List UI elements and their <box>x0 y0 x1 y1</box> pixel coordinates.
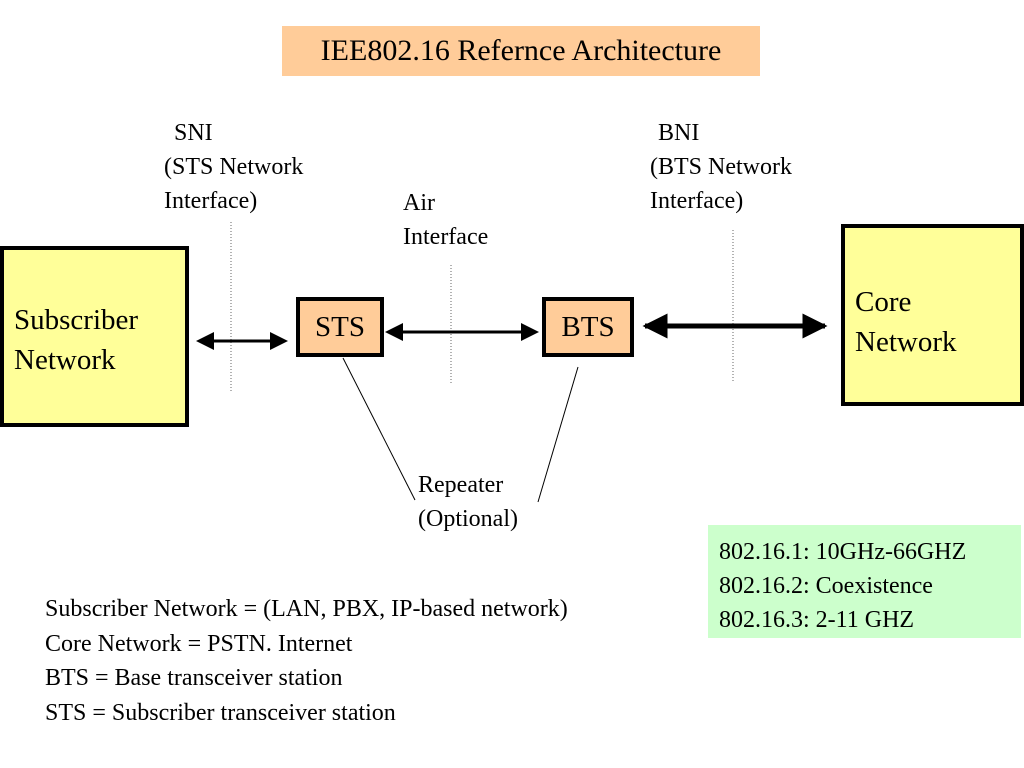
standard-item: 802.16.2: Coexistence <box>719 573 933 599</box>
core-network-line-1: Core <box>855 286 912 318</box>
core-network-box: Core Network <box>841 224 1024 406</box>
bts-repeater-line <box>537 366 579 503</box>
air-interface-label-line-1: Air <box>403 190 435 216</box>
standard-item: 802.16.1: 10GHz-66GHZ <box>719 539 967 565</box>
bni-label-line-2: (BTS Network <box>650 154 792 180</box>
standards-box: 802.16.1: 10GHz-66GHZ 802.16.2: Coexiste… <box>708 525 1021 638</box>
repeater-label-line-1: Repeater <box>418 472 504 498</box>
bni-label-line-3: Interface) <box>650 188 744 214</box>
sts-repeater-line <box>342 357 416 501</box>
air-interface-label-line-2: Interface <box>403 224 489 250</box>
sts-node: STS <box>296 297 384 357</box>
repeater-label: Repeater (Optional) <box>418 468 518 536</box>
sni-label-line-1: SNI <box>174 120 213 146</box>
sni-label: SNI (STS Network Interface) <box>164 116 303 218</box>
air-interface-label: Air Interface <box>403 186 488 254</box>
definition-item: STS = Subscriber transceiver station <box>45 699 396 726</box>
definition-item: BTS = Base transceiver station <box>45 665 343 691</box>
sni-label-line-2: (STS Network <box>164 154 304 180</box>
core-network-line-2: Network <box>855 326 957 358</box>
definitions-list: Subscriber Network = (LAN, PBX, IP-based… <box>45 592 568 730</box>
definition-item: Subscriber Network = (LAN, PBX, IP-based… <box>45 596 568 622</box>
bni-label: BNI (BTS Network Interface) <box>650 116 792 218</box>
bts-node: BTS <box>542 297 634 357</box>
diagram-title: IEE802.16 Refernce Architecture <box>282 26 760 76</box>
bni-label-line-1: BNI <box>658 120 700 146</box>
sni-label-line-3: Interface) <box>164 188 258 214</box>
definition-item: Core Network = PSTN. Internet <box>45 630 353 657</box>
subscriber-network-box: Subscriber Network <box>0 246 189 427</box>
standard-item: 802.16.3: 2-11 GHZ <box>719 607 915 633</box>
subscriber-network-line-1: Subscriber <box>14 304 139 336</box>
repeater-label-line-2: (Optional) <box>418 506 518 532</box>
subscriber-network-line-2: Network <box>14 344 116 376</box>
